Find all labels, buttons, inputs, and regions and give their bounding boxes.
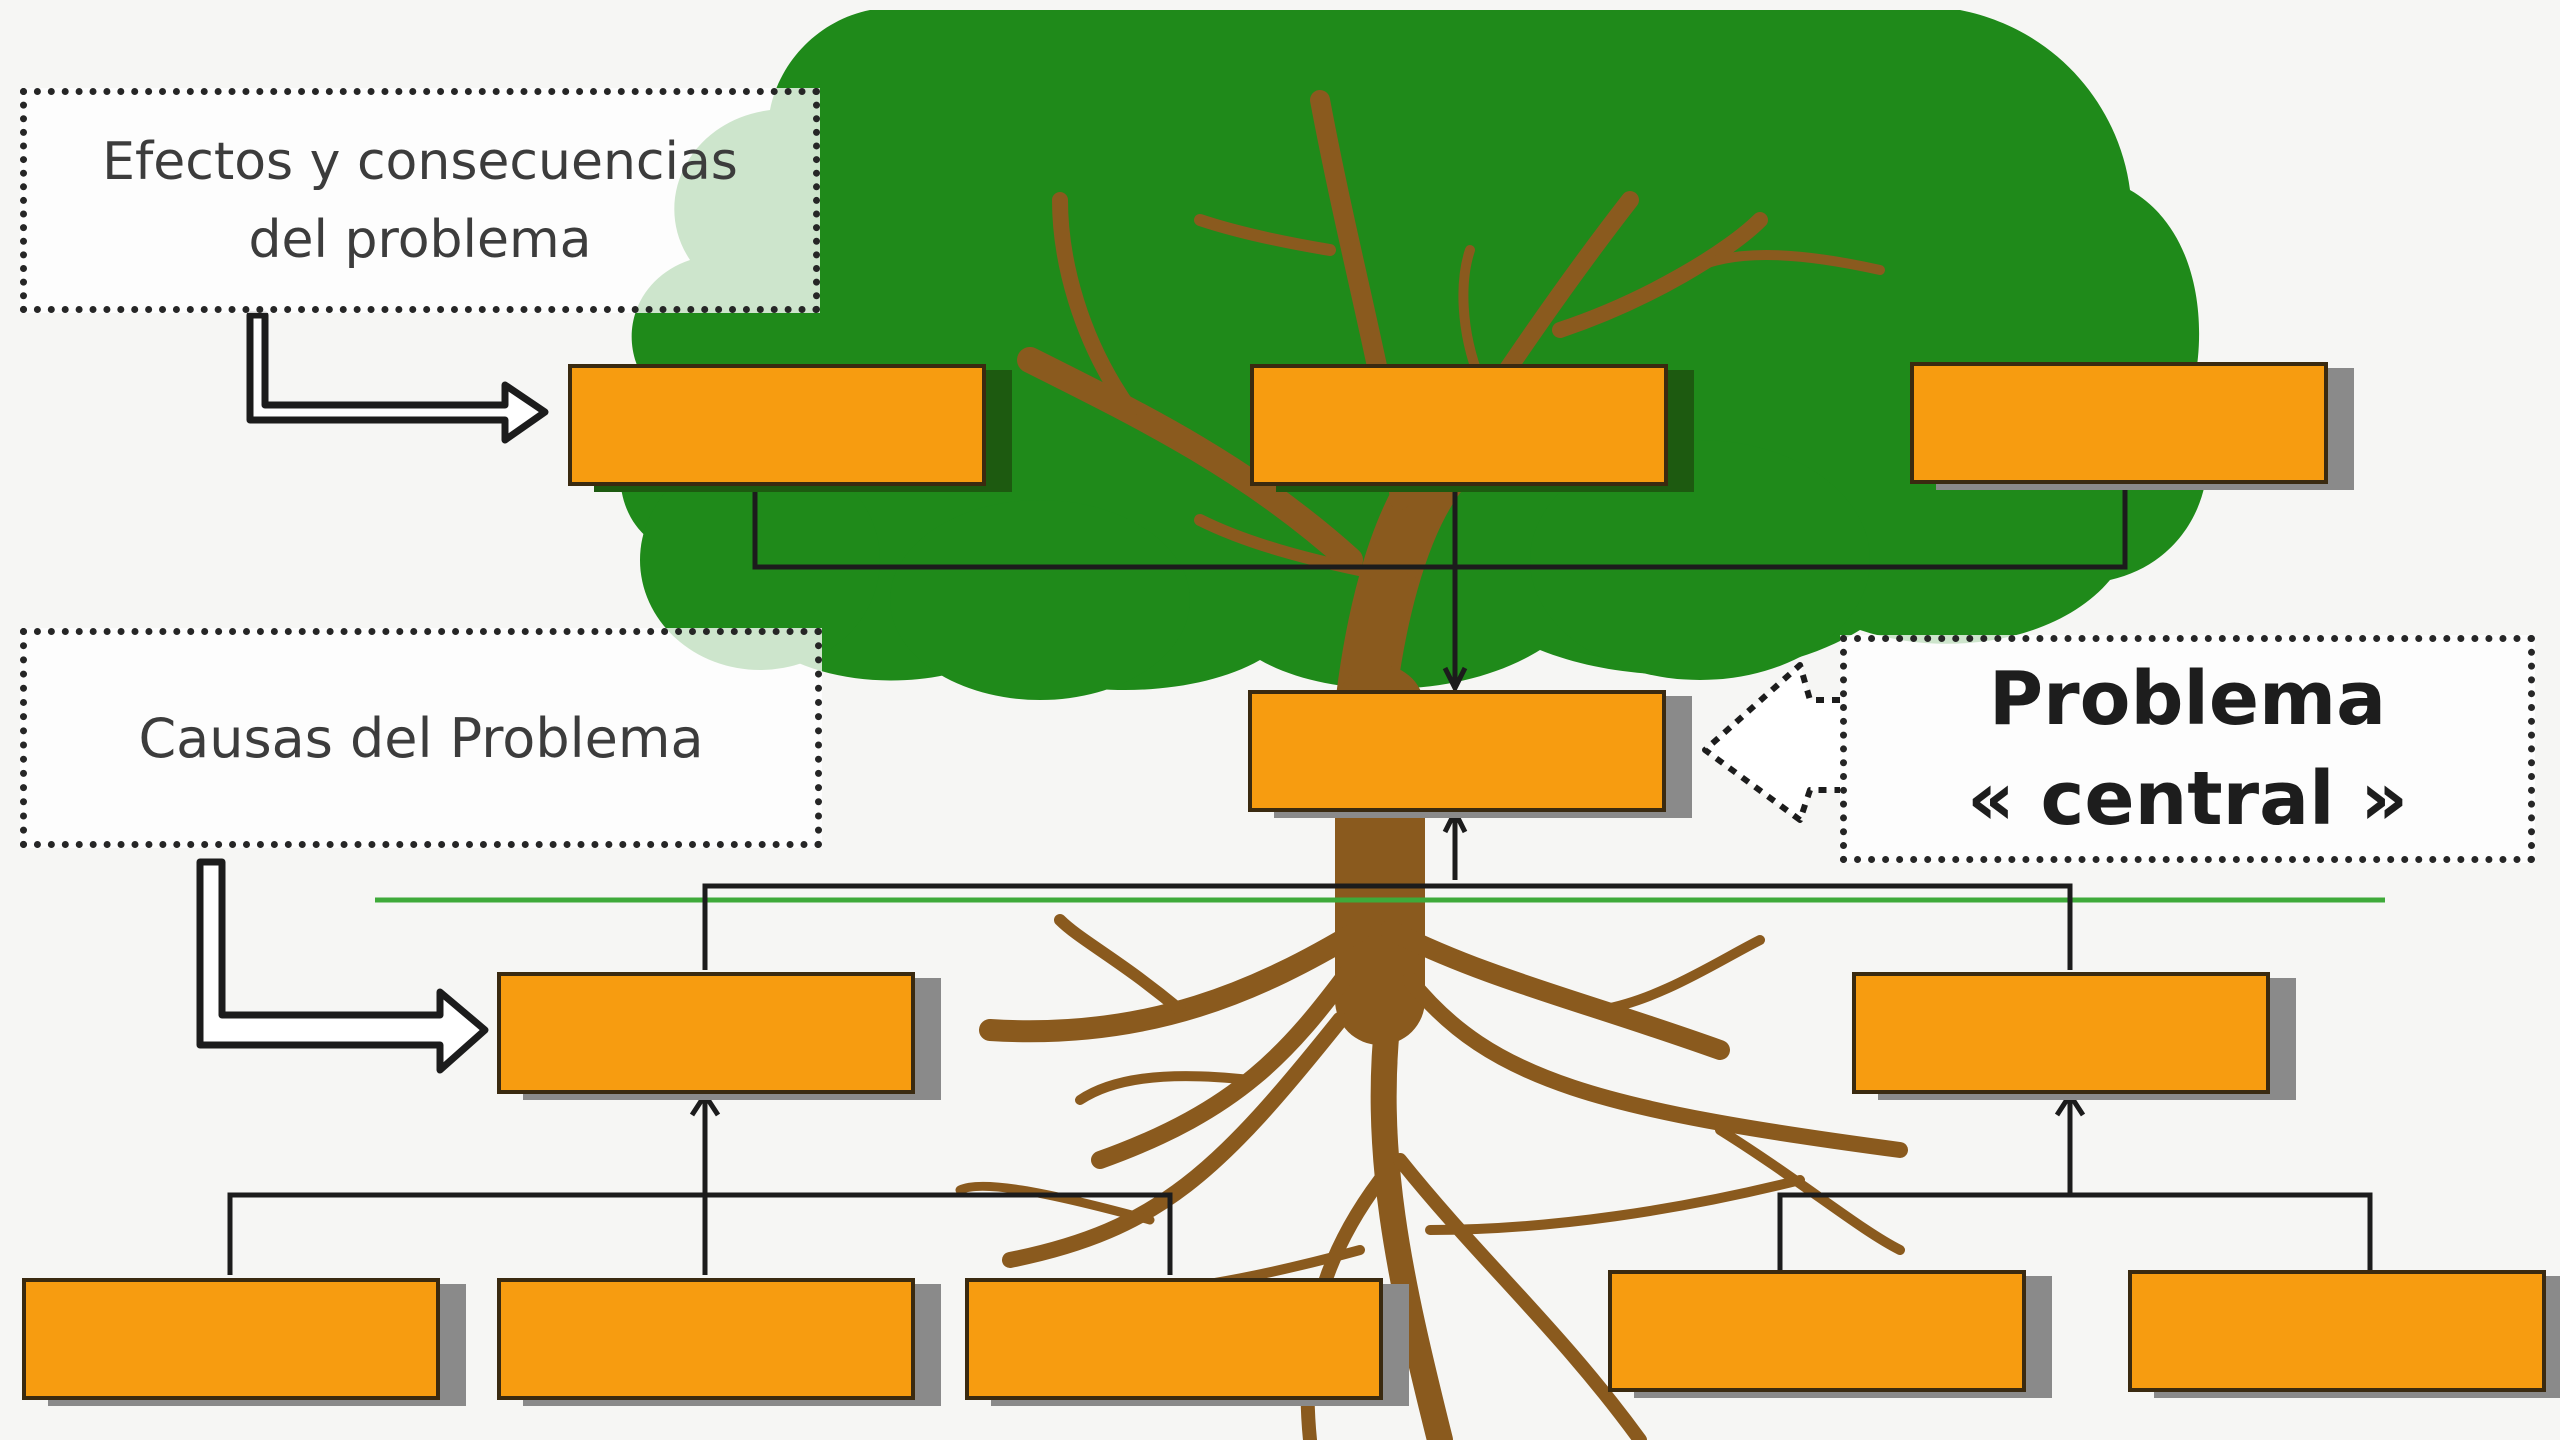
sub-cause-box-5 (2128, 1270, 2546, 1392)
effects-label: Efectos y consecuencias del problema (20, 88, 820, 313)
effect-box-1 (568, 364, 986, 486)
causes-pointer-arrow (196, 858, 489, 1074)
central-problem-line-2: « central » (1966, 756, 2409, 842)
effects-label-line-1: Efectos y consecuencias (102, 131, 738, 192)
central-pointer-arrow (1702, 662, 1840, 823)
sub-cause-box-2 (497, 1278, 915, 1400)
sub-cause-box-4 (1608, 1270, 2026, 1392)
causes-label: Causas del Problema (20, 628, 822, 848)
sub-cause-box-1 (22, 1278, 440, 1400)
effect-box-2 (1250, 364, 1668, 486)
central-problem-label: Problema « central » (1840, 635, 2535, 863)
tree-wood (955, 90, 1908, 1440)
central-problem-line-1: Problema (1988, 656, 2387, 742)
effects-label-line-2: del problema (248, 209, 592, 270)
central-problem-box (1248, 690, 1666, 812)
sub-cause-box-3 (965, 1278, 1383, 1400)
effect-box-3 (1910, 362, 2328, 484)
tree-canopy (620, 10, 2208, 700)
cause-box-2 (1852, 972, 2270, 1094)
causes-label-text: Causas del Problema (138, 706, 704, 770)
effects-pointer-arrow (246, 311, 549, 444)
connector-lines (227, 490, 2373, 1275)
cause-box-1 (497, 972, 915, 1094)
